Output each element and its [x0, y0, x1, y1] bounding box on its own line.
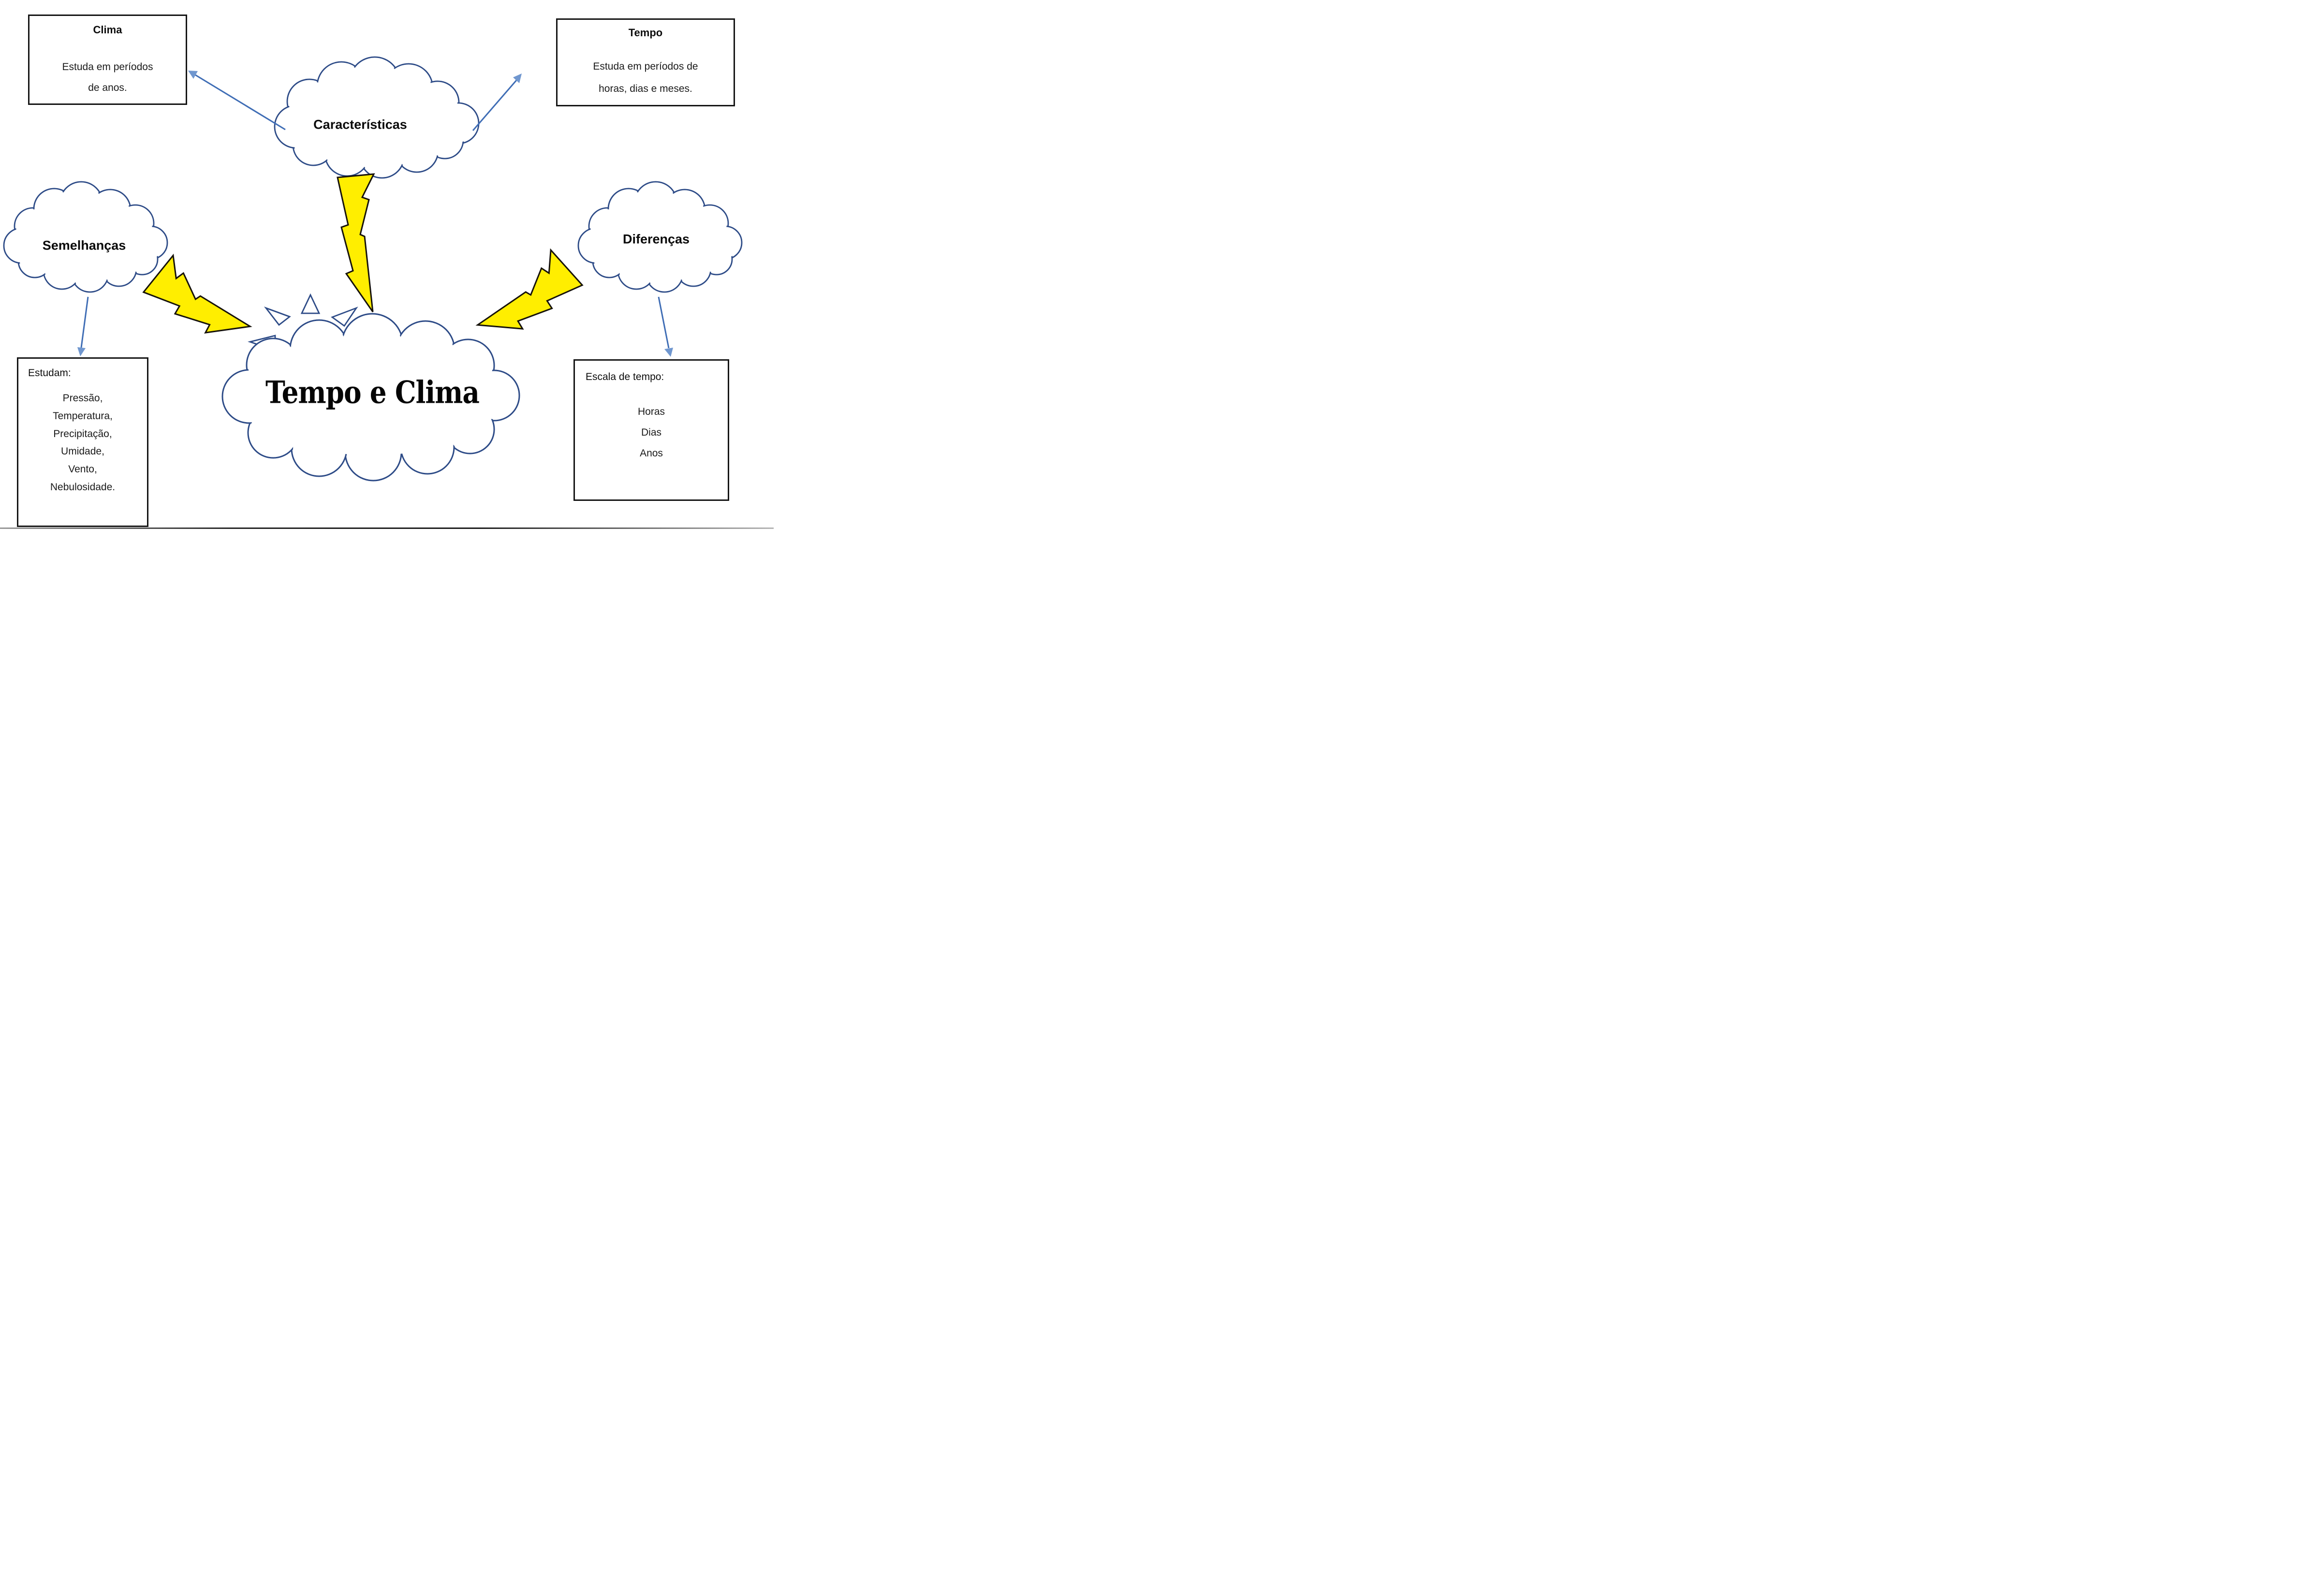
right-lightning-bolt-icon	[476, 249, 585, 358]
arrow-caracteristicas-to-clima	[195, 74, 286, 131]
cloud-interior	[5, 183, 166, 291]
caracteristicas-cloud-label: Características	[313, 117, 407, 132]
cloud-interior	[224, 315, 518, 479]
connector-arrows	[77, 71, 673, 357]
tempo-box-line: Estuda em períodos de	[593, 61, 698, 72]
escala-list-item: Horas	[637, 406, 665, 417]
caracteristicas-cloud-shape	[274, 56, 480, 179]
tempo-box: Tempo Estuda em períodos de horas, dias …	[556, 18, 735, 106]
diferencas-cloud-shape	[577, 181, 743, 293]
sun-ray-upper-left	[264, 307, 291, 326]
arrowhead-estudam	[77, 347, 86, 356]
arrowhead-tempo	[513, 73, 522, 83]
page-bottom-divider	[0, 527, 774, 529]
estudam-list-item: Temperatura,	[53, 410, 113, 422]
clima-box-text: Estuda em períodos de anos.	[29, 57, 186, 98]
semelhancas-cloud-label: Semelhanças	[42, 238, 126, 253]
sun-ray-upper-right	[331, 307, 358, 327]
semelhancas-cloud-shape	[3, 181, 168, 293]
estudam-box-title: Estudam:	[28, 367, 71, 379]
escala-list-item: Dias	[641, 427, 661, 438]
estudam-box-list: Pressão, Temperatura, Precipitação, Umid…	[18, 390, 147, 497]
arrowhead-escala	[664, 348, 673, 357]
arrowhead-clima	[188, 71, 198, 79]
tempo-e-clima-concept-map: Clima Estuda em períodos de anos. Tempo …	[0, 0, 774, 532]
arrow-caracteristicas-to-tempo	[472, 80, 517, 131]
escala-box-list: Horas Dias Anos	[575, 401, 728, 464]
cloud-interior	[276, 59, 477, 176]
clima-box-line: de anos.	[88, 82, 127, 93]
estudam-list-item: Precipitação,	[53, 428, 112, 439]
escala-box: Escala de tempo: Horas Dias Anos	[573, 359, 729, 501]
diagram-shapes-layer	[3, 56, 743, 482]
cloud-interior	[580, 183, 740, 291]
center-cloud-shape	[221, 313, 520, 482]
estudam-list-item: Umidade,	[61, 446, 104, 457]
center-lightning-bolt-icon	[337, 173, 375, 313]
clima-box: Clima Estuda em períodos de anos.	[28, 15, 187, 105]
arrow-diferencas-to-escala	[658, 296, 670, 349]
tempo-box-line: horas, dias e meses.	[599, 83, 692, 94]
escala-box-title: Escala de tempo:	[586, 371, 664, 382]
estudam-list-item: Pressão,	[62, 393, 103, 404]
estudam-list-item: Nebulosidade.	[50, 481, 116, 493]
sun-ray-up	[300, 293, 321, 314]
estudam-box: Estudam: Pressão, Temperatura, Precipita…	[17, 357, 148, 527]
center-cloud-title: Tempo e Clima	[265, 374, 480, 411]
escala-list-item: Anos	[640, 448, 663, 459]
left-lightning-bolt-icon	[141, 254, 252, 362]
clima-box-line: Estuda em períodos	[62, 61, 153, 73]
arrow-semelhancas-to-estudam	[80, 296, 89, 348]
estudam-list-item: Vento,	[68, 464, 97, 475]
tempo-box-text: Estuda em períodos de horas, dias e mese…	[558, 56, 734, 100]
diferencas-cloud-label: Diferenças	[622, 232, 690, 247]
clima-box-title: Clima	[93, 24, 122, 36]
tempo-box-title: Tempo	[628, 27, 663, 39]
